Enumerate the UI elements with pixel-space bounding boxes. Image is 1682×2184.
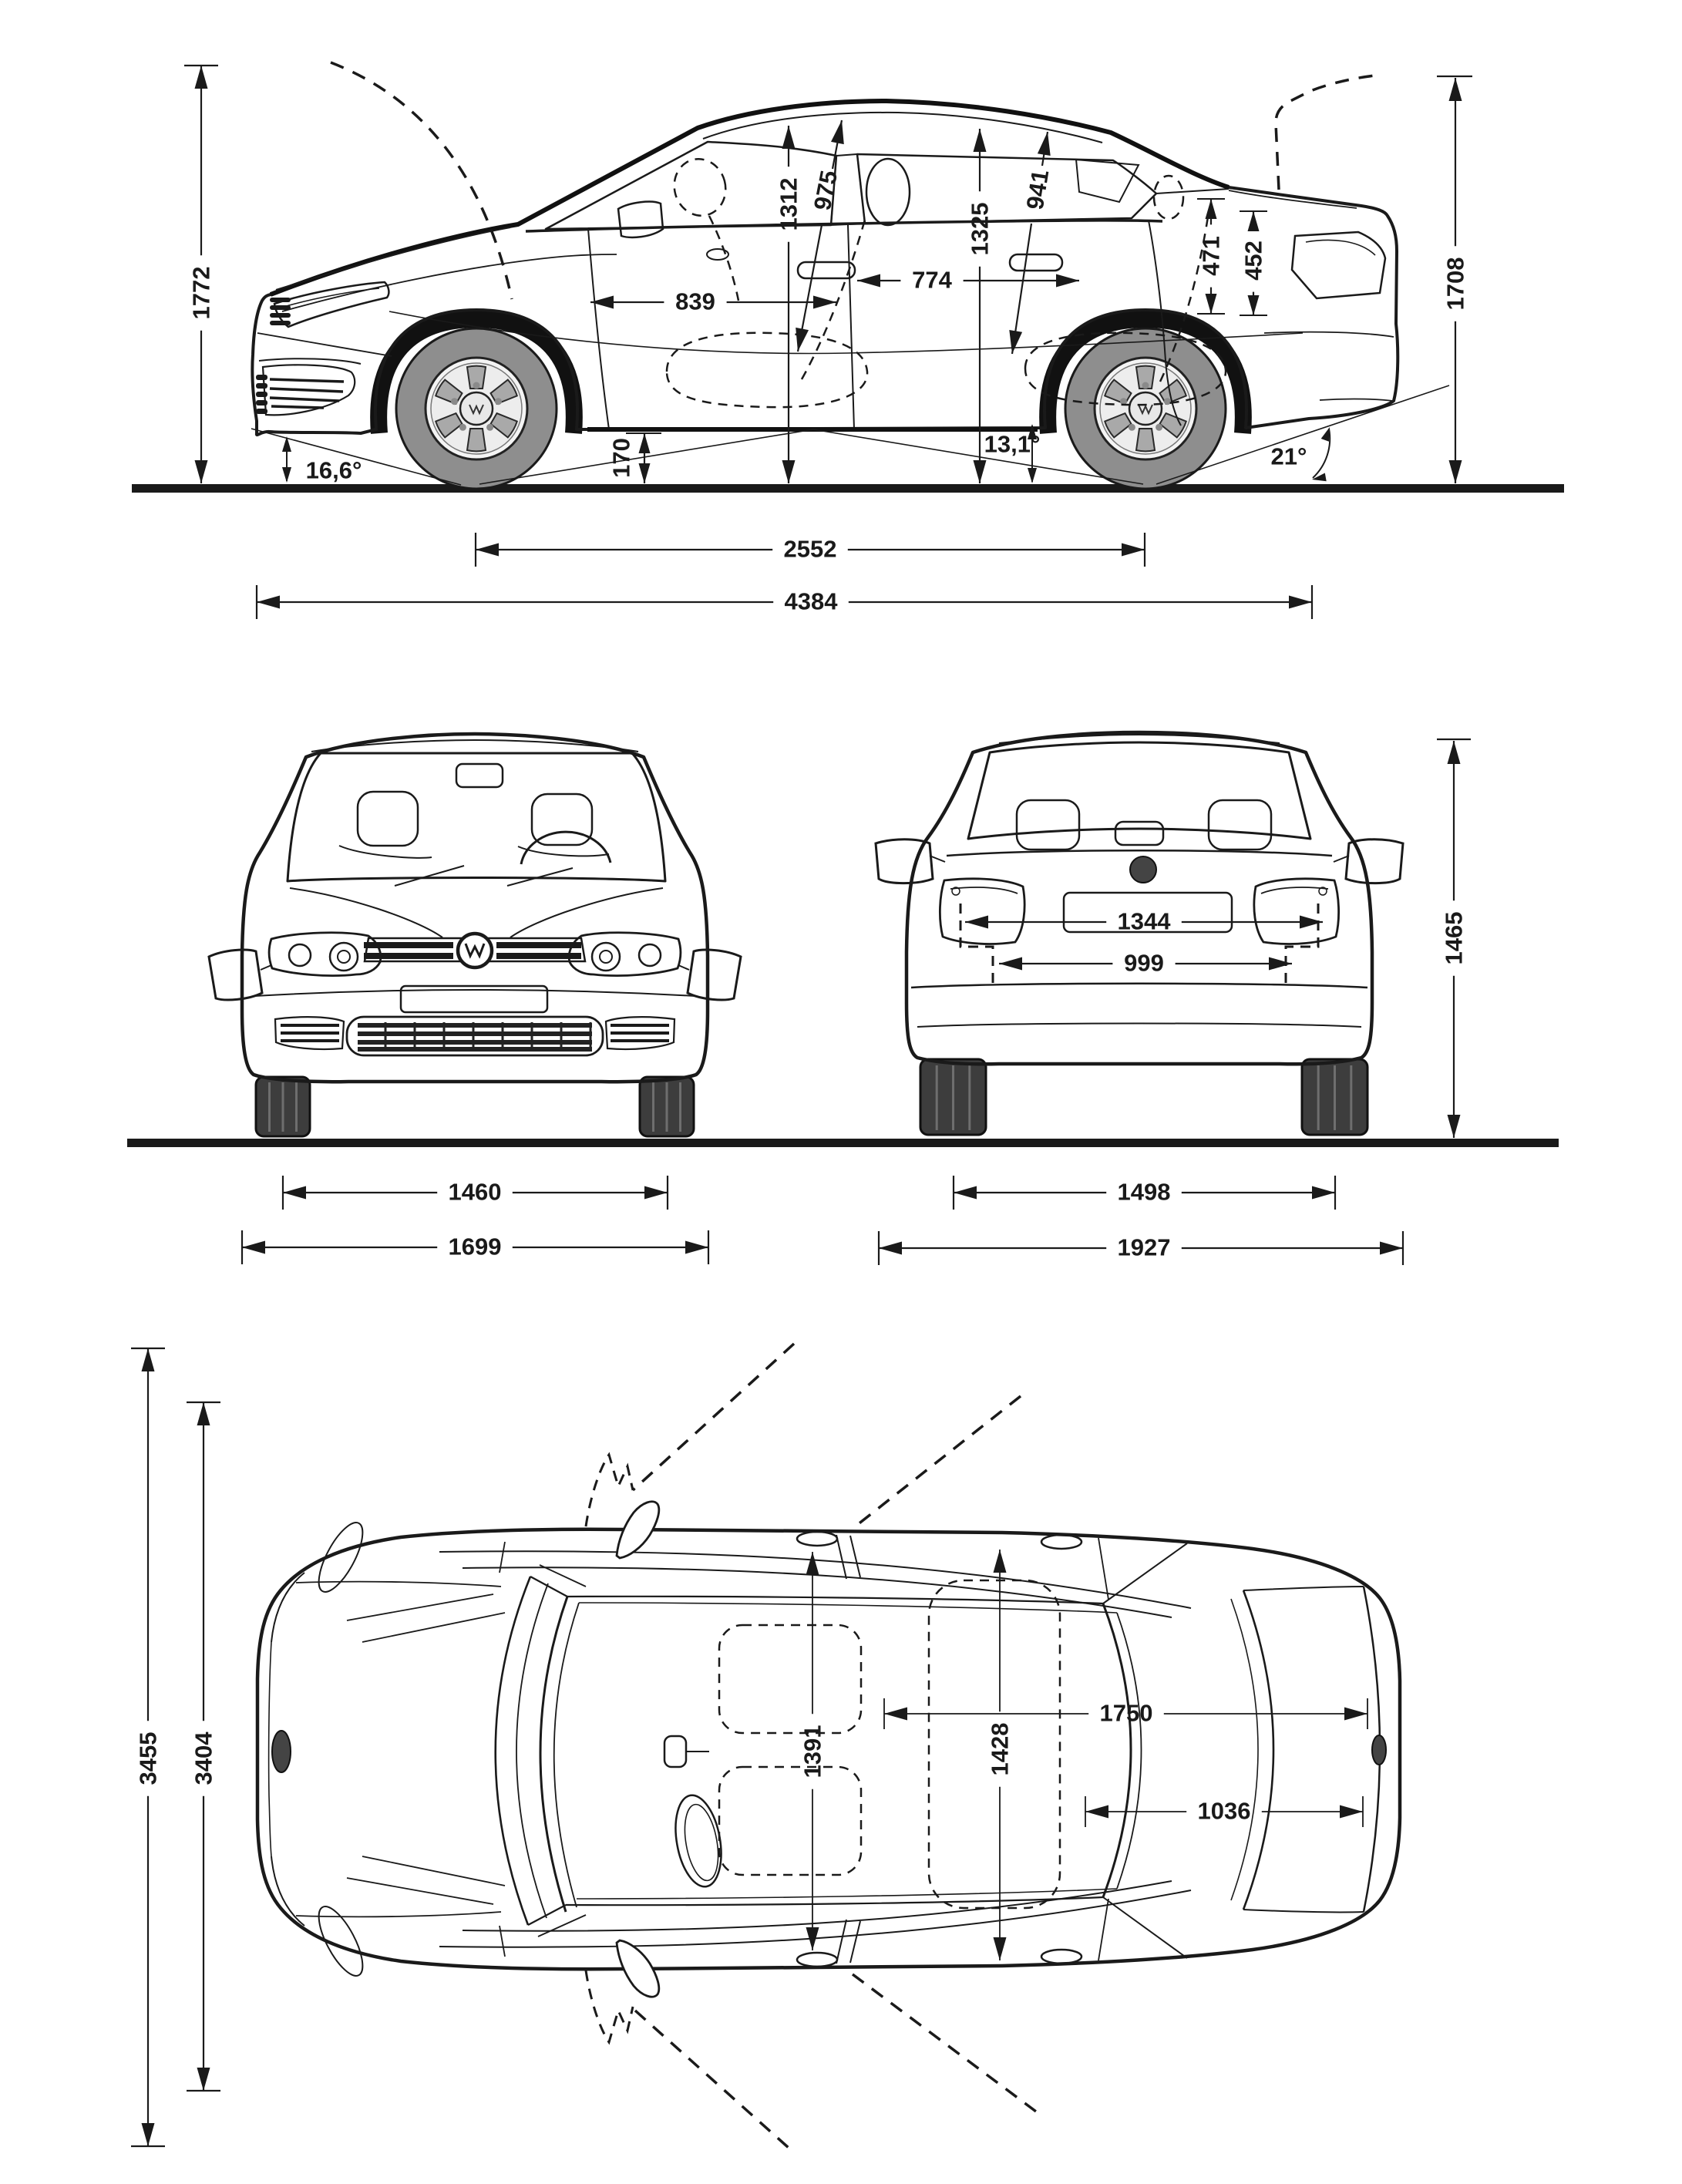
- svg-text:452: 452: [1240, 241, 1267, 281]
- svg-text:16,6°: 16,6°: [306, 457, 362, 484]
- svg-text:1036: 1036: [1198, 1798, 1251, 1825]
- svg-text:774: 774: [912, 267, 952, 294]
- svg-text:2552: 2552: [784, 536, 837, 563]
- svg-text:1391: 1391: [799, 1725, 826, 1778]
- svg-text:1325: 1325: [967, 203, 994, 256]
- svg-text:13,1°: 13,1°: [984, 431, 1041, 458]
- svg-text:1460: 1460: [449, 1179, 502, 1206]
- svg-text:21°: 21°: [1271, 443, 1307, 470]
- svg-text:3455: 3455: [135, 1732, 162, 1785]
- svg-text:941: 941: [1021, 168, 1055, 212]
- svg-text:1927: 1927: [1118, 1234, 1171, 1261]
- svg-text:1465: 1465: [1441, 912, 1468, 965]
- svg-text:170: 170: [608, 438, 635, 478]
- svg-text:1428: 1428: [987, 1723, 1014, 1776]
- svg-text:4384: 4384: [785, 588, 839, 615]
- svg-text:3404: 3404: [190, 1731, 217, 1785]
- svg-text:1498: 1498: [1118, 1179, 1171, 1206]
- svg-text:1699: 1699: [449, 1233, 502, 1260]
- svg-text:471: 471: [1198, 236, 1225, 276]
- svg-text:1750: 1750: [1100, 1700, 1153, 1727]
- svg-text:1312: 1312: [775, 178, 802, 231]
- svg-text:1344: 1344: [1118, 908, 1172, 935]
- svg-text:999: 999: [1124, 950, 1164, 977]
- svg-text:1772: 1772: [188, 267, 215, 320]
- svg-text:1708: 1708: [1442, 257, 1469, 311]
- svg-text:839: 839: [675, 288, 715, 315]
